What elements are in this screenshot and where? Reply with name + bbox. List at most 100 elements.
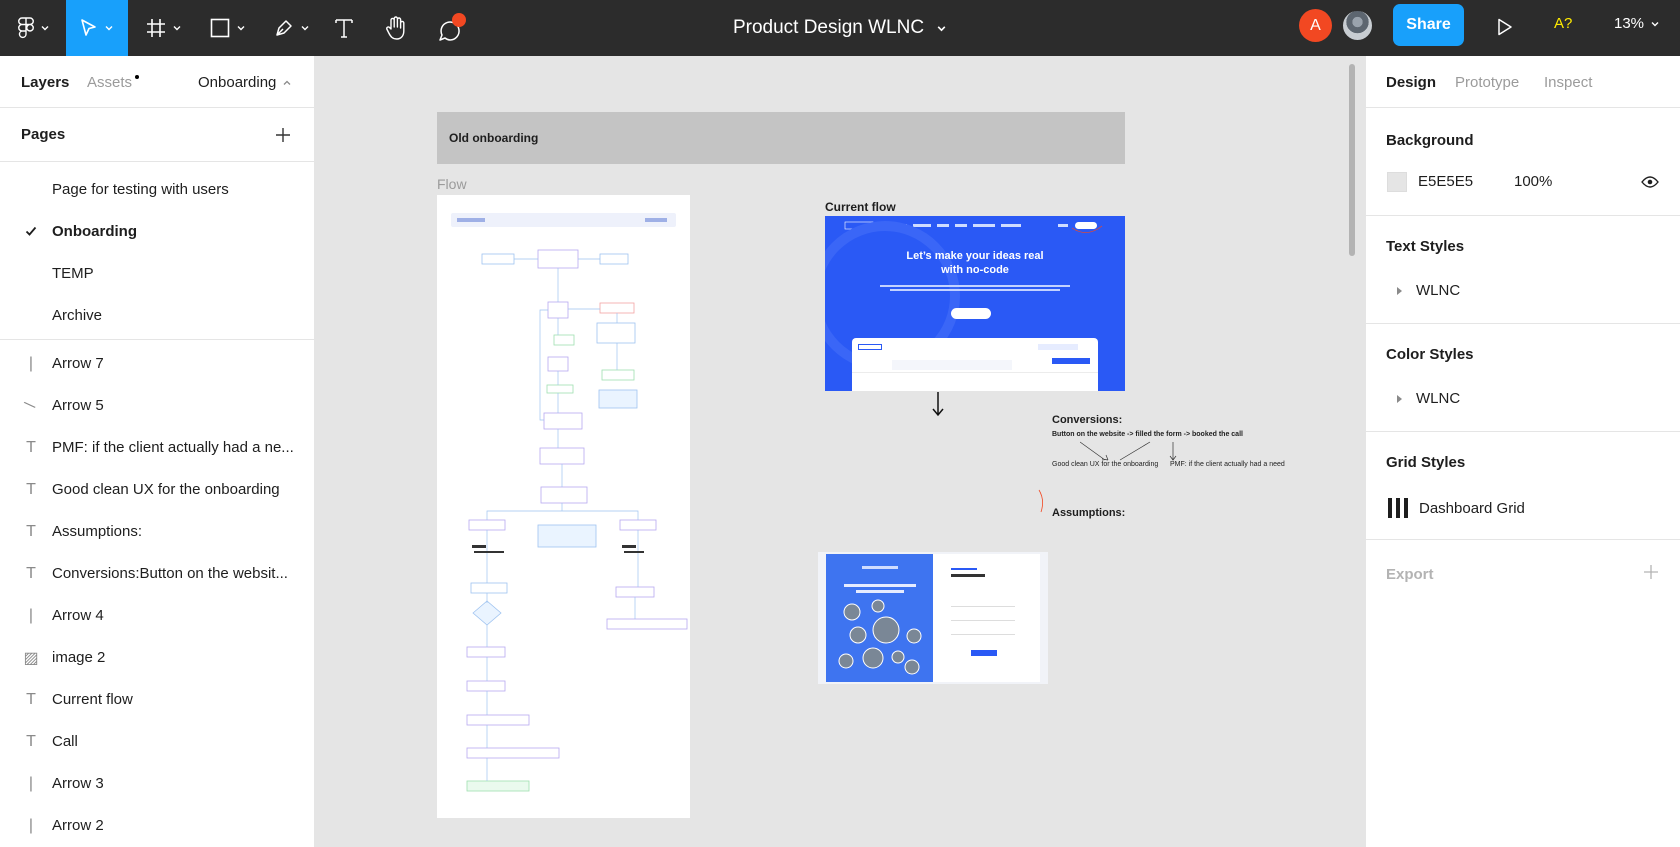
layer-item[interactable]: T Conversions:Button on the websit... bbox=[0, 553, 314, 595]
tab-inspect[interactable]: Inspect bbox=[1544, 74, 1593, 91]
text-tool[interactable] bbox=[329, 0, 359, 56]
page-item[interactable]: Onboarding bbox=[0, 212, 314, 254]
page-item-label: Page for testing with users bbox=[52, 181, 229, 198]
add-page-icon[interactable] bbox=[273, 125, 293, 145]
layer-name: Conversions:Button on the websit... bbox=[52, 565, 288, 582]
tab-assets[interactable]: Assets bbox=[87, 74, 133, 91]
conversions-arrows[interactable] bbox=[1080, 440, 1230, 462]
expand-caret-icon[interactable] bbox=[1397, 394, 1402, 403]
text-layer-icon: T bbox=[26, 523, 36, 540]
background-color-swatch[interactable] bbox=[1387, 172, 1407, 192]
layer-item[interactable]: |Arrow 2 bbox=[0, 805, 314, 847]
layer-name: Call bbox=[52, 733, 78, 750]
tab-prototype[interactable]: Prototype bbox=[1455, 74, 1520, 91]
figma-menu-button[interactable] bbox=[14, 0, 54, 56]
toolbar: Product Design WLNC A Share A? 13% bbox=[0, 0, 1680, 56]
color-style-group[interactable]: WLNC bbox=[1386, 390, 1460, 407]
comment-tool[interactable] bbox=[433, 0, 469, 56]
document-title-dropdown[interactable]: Product Design WLNC bbox=[733, 17, 947, 39]
layer-item[interactable]: |Arrow 4 bbox=[0, 595, 314, 637]
page-item[interactable]: Page for testing with users bbox=[0, 170, 314, 212]
chevron-down-icon bbox=[1651, 21, 1659, 26]
right-panel-tabs: Design Prototype Inspect bbox=[1366, 56, 1680, 108]
flow-frame-label[interactable]: Flow bbox=[437, 176, 467, 192]
current-flow-label[interactable]: Current flow bbox=[825, 200, 896, 214]
grid-style-item[interactable]: Dashboard Grid bbox=[1386, 498, 1525, 518]
tab-design[interactable]: Design bbox=[1386, 74, 1437, 91]
hero-subtitle-lines bbox=[880, 283, 1070, 293]
hero-cta-button bbox=[951, 308, 991, 319]
avatar-photo[interactable] bbox=[1341, 9, 1374, 42]
missing-fonts-button[interactable]: A? bbox=[1554, 15, 1573, 32]
conversions-line[interactable]: Button on the website -> filled the form… bbox=[1052, 431, 1243, 438]
canvas[interactable]: Old onboarding Flow bbox=[315, 56, 1365, 847]
pages-header: Pages bbox=[0, 108, 314, 162]
assumptions-title[interactable]: Assumptions: bbox=[1052, 507, 1126, 519]
pen-tool[interactable] bbox=[268, 0, 316, 56]
text-styles-section: Text Styles WLNC bbox=[1366, 216, 1680, 324]
old-onboarding-banner[interactable]: Old onboarding bbox=[437, 112, 1125, 164]
chevron-down-icon bbox=[237, 26, 245, 31]
layer-item[interactable]: |Arrow 3 bbox=[0, 763, 314, 805]
page-item[interactable]: Archive bbox=[0, 296, 314, 338]
page-item[interactable]: TEMP bbox=[0, 254, 314, 296]
avatar[interactable]: A bbox=[1299, 9, 1332, 42]
zoom-dropdown[interactable]: 13% bbox=[1614, 15, 1660, 32]
tab-layers[interactable]: Layers bbox=[21, 74, 70, 91]
text-layer-icon: T bbox=[26, 481, 36, 498]
hand-tool[interactable] bbox=[381, 0, 411, 56]
add-export-icon[interactable] bbox=[1643, 564, 1659, 580]
move-tool[interactable] bbox=[66, 0, 128, 56]
avatars-graphic bbox=[838, 599, 922, 675]
color-style-name: WLNC bbox=[1416, 390, 1461, 407]
banner-label: Old onboarding bbox=[449, 131, 539, 145]
pmf-text[interactable]: PMF: if the client actually had a need bbox=[1170, 461, 1285, 468]
text-style-name: WLNC bbox=[1416, 282, 1461, 299]
page-item-label: Onboarding bbox=[52, 223, 137, 240]
assets-update-dot bbox=[135, 75, 139, 79]
line-vertical-icon: | bbox=[28, 775, 34, 792]
layer-name: Good clean UX for the onboarding bbox=[52, 481, 280, 498]
present-button[interactable] bbox=[1490, 12, 1520, 42]
text-style-group[interactable]: WLNC bbox=[1386, 282, 1460, 299]
flow-frame[interactable] bbox=[437, 195, 690, 818]
text-icon bbox=[335, 19, 353, 38]
layer-item[interactable]: |Arrow 7 bbox=[0, 343, 314, 385]
expand-caret-icon[interactable] bbox=[1397, 286, 1402, 295]
page-item-label: TEMP bbox=[52, 265, 94, 282]
conversions-title[interactable]: Conversions: bbox=[1052, 414, 1123, 426]
frame-tool[interactable] bbox=[140, 0, 188, 56]
line-vertical-icon: | bbox=[28, 817, 34, 834]
shape-tool[interactable] bbox=[204, 0, 252, 56]
background-title: Background bbox=[1386, 132, 1474, 149]
good-ux-text[interactable]: Good clean UX for the onboarding bbox=[1052, 461, 1159, 468]
onboarding-screenshot[interactable] bbox=[818, 552, 1048, 684]
layer-item[interactable]: ▨image 2 bbox=[0, 637, 314, 679]
layer-item[interactable]: T Good clean UX for the onboarding bbox=[0, 469, 314, 511]
background-opacity-input[interactable]: 100% bbox=[1514, 173, 1553, 190]
background-hex-input[interactable]: E5E5E5 bbox=[1418, 173, 1474, 190]
arrow-down-icon[interactable] bbox=[931, 391, 945, 417]
line-vertical-icon: | bbox=[28, 355, 34, 372]
page-selector-dropdown[interactable]: Onboarding bbox=[198, 74, 292, 91]
notification-dot-icon bbox=[452, 13, 466, 27]
share-button[interactable]: Share bbox=[1393, 4, 1464, 46]
move-icon bbox=[81, 19, 96, 36]
export-section: Export bbox=[1366, 540, 1680, 608]
text-layer-icon: T bbox=[26, 439, 36, 456]
text-layer-icon: T bbox=[26, 565, 36, 582]
red-arc-annotation[interactable] bbox=[1037, 488, 1045, 514]
eye-icon[interactable] bbox=[1641, 176, 1659, 188]
pen-icon bbox=[276, 20, 292, 36]
layer-item[interactable]: \Arrow 5 bbox=[0, 385, 314, 427]
columns-grid-icon bbox=[1388, 498, 1408, 518]
chevron-down-icon bbox=[173, 26, 181, 31]
canvas-scrollbar[interactable] bbox=[1349, 64, 1355, 256]
